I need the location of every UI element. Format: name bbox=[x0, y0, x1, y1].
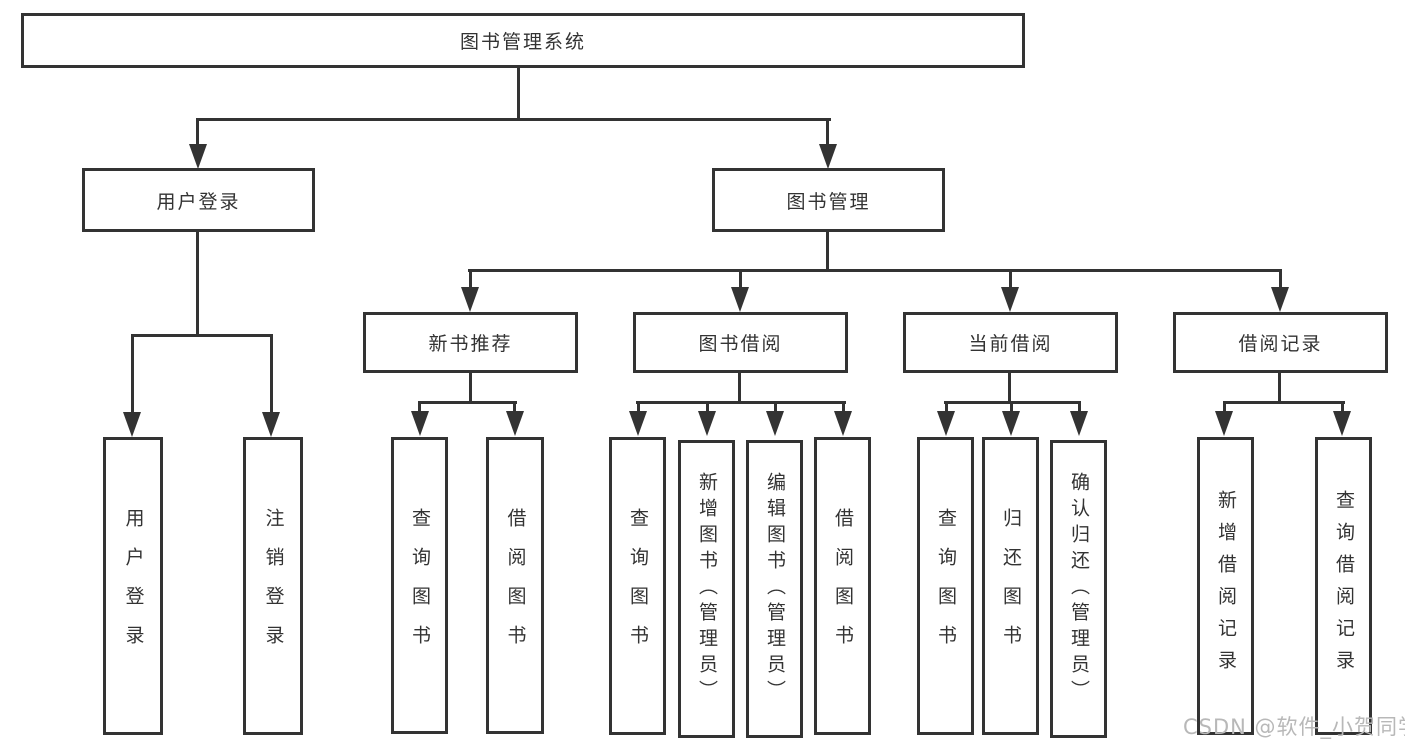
node-leaf-logout: 注销登录 bbox=[243, 437, 303, 735]
arrow-down-bw-borrow bbox=[834, 411, 852, 436]
arrow-down-book-mgmt bbox=[819, 144, 837, 169]
connector-bookmgmt-vertical bbox=[826, 232, 829, 272]
connector-stub-book-mgmt bbox=[826, 118, 829, 148]
arrow-down-rec-query bbox=[1333, 411, 1351, 436]
node-leaf-borrowing-add: 新增图书（管理员） bbox=[678, 440, 735, 738]
node-leaf-user-login: 用户登录 bbox=[103, 437, 163, 735]
connector-bookmgmt-horizontal bbox=[468, 269, 1282, 272]
connector-borrowing-horizontal bbox=[636, 401, 846, 404]
connector-borrowing-vertical bbox=[738, 373, 741, 404]
arrow-down-borrowing bbox=[731, 287, 749, 312]
node-leaf-borrowing-borrow: 借阅图书 bbox=[814, 437, 871, 735]
leaf-label-borrowing-edit: 编辑图书（管理员） bbox=[764, 472, 786, 706]
arrow-down-cur-return bbox=[1002, 411, 1020, 436]
node-new-books: 新书推荐 bbox=[363, 312, 578, 373]
arrow-down-bw-query bbox=[629, 411, 647, 436]
connector-stub-bw-edit bbox=[774, 401, 777, 414]
arrow-down-rec-add bbox=[1215, 411, 1233, 436]
node-leaf-newbooks-borrow: 借阅图书 bbox=[486, 437, 544, 734]
leaf-label-borrowing-borrow: 借阅图书 bbox=[832, 508, 854, 664]
node-leaf-borrowing-query: 查询图书 bbox=[609, 437, 666, 735]
node-leaf-current-return: 归还图书 bbox=[982, 437, 1039, 735]
connector-userlogin-horizontal bbox=[131, 334, 273, 337]
connector-stub-current bbox=[1009, 269, 1012, 289]
leaf-label-user-login: 用户登录 bbox=[122, 508, 145, 664]
connector-root-vertical bbox=[517, 66, 520, 120]
connector-stub-rec-query bbox=[1341, 401, 1344, 414]
node-records: 借阅记录 bbox=[1173, 312, 1388, 373]
leaf-label-borrowing-add: 新增图书（管理员） bbox=[696, 472, 718, 706]
node-book-mgmt: 图书管理 bbox=[712, 168, 945, 232]
connector-stub-cur-confirm bbox=[1078, 401, 1081, 414]
leaf-label-records-add: 新增借阅记录 bbox=[1215, 490, 1237, 682]
node-leaf-newbooks-query: 查询图书 bbox=[391, 437, 448, 734]
arrow-down-bw-add bbox=[698, 411, 716, 436]
arrow-down-current bbox=[1001, 287, 1019, 312]
connector-stub-bw-query bbox=[637, 401, 640, 414]
leaf-label-current-return: 归还图书 bbox=[1000, 508, 1022, 664]
node-leaf-records-add: 新增借阅记录 bbox=[1197, 437, 1254, 735]
connector-stub-nb-borrow bbox=[513, 401, 516, 414]
leaf-label-logout: 注销登录 bbox=[262, 508, 285, 664]
leaf-label-records-query: 查询借阅记录 bbox=[1333, 490, 1355, 682]
connector-stub-borrowing bbox=[739, 269, 742, 289]
connector-records-horizontal bbox=[1223, 401, 1345, 404]
node-library-system: 图书管理系统 bbox=[21, 13, 1025, 68]
connector-stub-rec-add bbox=[1223, 401, 1226, 414]
arrow-down-nb-query bbox=[411, 411, 429, 436]
connector-stub-new-books bbox=[469, 269, 472, 289]
connector-stub-user-login bbox=[196, 118, 199, 148]
connector-stub-records bbox=[1279, 269, 1282, 289]
arrow-down-nb-borrow bbox=[506, 411, 524, 436]
arrow-down-login bbox=[123, 412, 141, 437]
arrow-down-bw-edit bbox=[766, 411, 784, 436]
leaf-label-newbooks-query: 查询图书 bbox=[409, 507, 431, 664]
node-current: 当前借阅 bbox=[903, 312, 1118, 373]
connector-stub-bw-borrow bbox=[842, 401, 845, 414]
leaf-label-borrowing-query: 查询图书 bbox=[627, 508, 649, 664]
node-leaf-records-query: 查询借阅记录 bbox=[1315, 437, 1372, 735]
connector-stub-bw-add bbox=[706, 401, 709, 414]
csdn-watermark: CSDN @软件_小贺同学 bbox=[1183, 715, 1405, 739]
arrow-down-logout bbox=[262, 412, 280, 437]
connector-stub-nb-query bbox=[418, 401, 421, 414]
connector-stub-cur-query bbox=[945, 401, 948, 414]
connector-userlogin-vertical bbox=[196, 232, 199, 337]
connector-stub-logout bbox=[270, 334, 273, 414]
connector-records-vertical bbox=[1278, 373, 1281, 404]
node-user-login: 用户登录 bbox=[82, 168, 315, 232]
arrow-down-cur-query bbox=[937, 411, 955, 436]
connector-current-vertical bbox=[1008, 373, 1011, 404]
leaf-label-current-confirm: 确认归还（管理员） bbox=[1068, 472, 1090, 706]
connector-stub-cur-return bbox=[1010, 401, 1013, 414]
node-leaf-borrowing-edit: 编辑图书（管理员） bbox=[746, 440, 803, 738]
connector-newbooks-vertical bbox=[469, 373, 472, 404]
node-leaf-current-confirm: 确认归还（管理员） bbox=[1050, 440, 1107, 738]
arrow-down-new-books bbox=[461, 287, 479, 312]
arrow-down-user-login bbox=[189, 144, 207, 169]
arrow-down-cur-confirm bbox=[1070, 411, 1088, 436]
node-borrowing: 图书借阅 bbox=[633, 312, 848, 373]
leaf-label-newbooks-borrow: 借阅图书 bbox=[504, 507, 527, 664]
arrow-down-records bbox=[1271, 287, 1289, 312]
connector-stub-login bbox=[131, 334, 134, 414]
node-leaf-current-query: 查询图书 bbox=[917, 437, 974, 735]
connector-newbooks-horizontal bbox=[418, 401, 517, 404]
leaf-label-current-query: 查询图书 bbox=[935, 508, 957, 664]
connector-root-horizontal bbox=[196, 118, 831, 121]
